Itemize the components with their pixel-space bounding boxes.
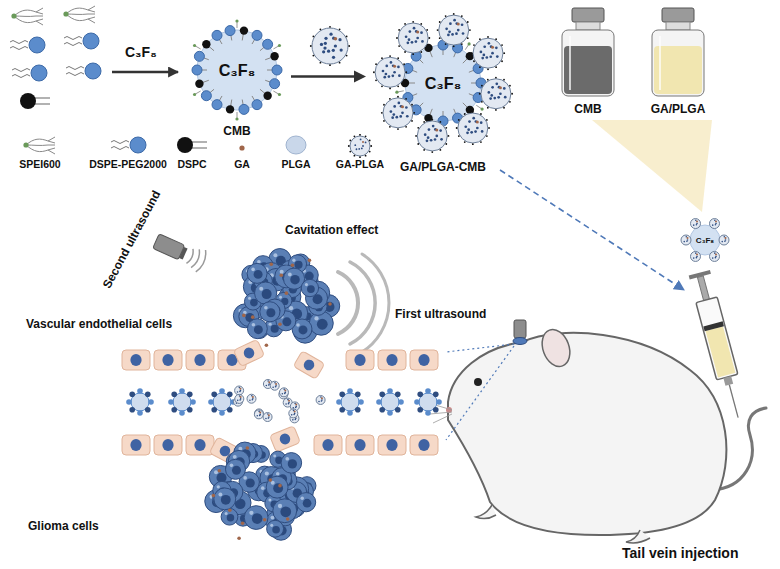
- legend-item: GA: [231, 134, 253, 170]
- small-microbubble: C₃F₈: [683, 218, 727, 262]
- tissue-label: Vascular endothelial cells: [26, 318, 172, 332]
- loaded-microbubble: C₃F₈GA/PLGA-CMB: [368, 8, 518, 158]
- vial: CMB: [558, 6, 618, 98]
- node-caption: CMB: [574, 102, 601, 116]
- legend-item: GA-PLGA: [336, 134, 384, 170]
- node-caption: GA/PLGA-CMB: [400, 160, 486, 174]
- legend-symbol: [19, 134, 60, 158]
- node-caption: GA/PLGA: [651, 102, 706, 116]
- legend-text: DSPC: [175, 158, 209, 170]
- vial: GA/PLGA: [648, 6, 708, 98]
- legend-item: PLGA: [281, 134, 310, 170]
- legend-text: SPEI600: [19, 158, 60, 170]
- legend-text: GA-PLGA: [336, 158, 384, 170]
- legend-item: SPEI600: [19, 134, 60, 170]
- legend-symbol: [231, 134, 253, 158]
- gas-label: C₃F₈: [185, 61, 289, 80]
- legend-text: DSPE-PEG2000: [89, 158, 167, 170]
- legend-symbol: [175, 134, 209, 158]
- legend-text: GA: [231, 158, 253, 170]
- legend-item: DSPC: [175, 134, 209, 170]
- node-caption: CMB: [223, 124, 250, 138]
- ultrasound-label: Second ultrasound: [100, 189, 163, 291]
- gas-label: C₃F₈: [368, 74, 518, 93]
- node-shape: [558, 6, 618, 98]
- arrow-head: [354, 71, 366, 83]
- legend-text: PLGA: [281, 158, 310, 170]
- procedure-label: Tail vein injection: [622, 545, 738, 561]
- ultrasound-label: First ultrasound: [395, 308, 486, 322]
- legend-symbol: [281, 134, 310, 158]
- microbubble: C₃F₈CMB: [185, 18, 289, 122]
- effect-label: Cavitation effect: [285, 224, 378, 238]
- legend-symbol: [336, 134, 384, 158]
- node-shape: [648, 6, 708, 98]
- legend-item: DSPE-PEG2000: [89, 134, 167, 170]
- gas-label: C₃F₈: [683, 236, 727, 245]
- flow-arrow: [291, 71, 366, 83]
- tissue-label: Glioma cells: [28, 520, 99, 534]
- legend-symbol: [89, 134, 167, 158]
- gas-label: C₃F₈: [125, 44, 157, 60]
